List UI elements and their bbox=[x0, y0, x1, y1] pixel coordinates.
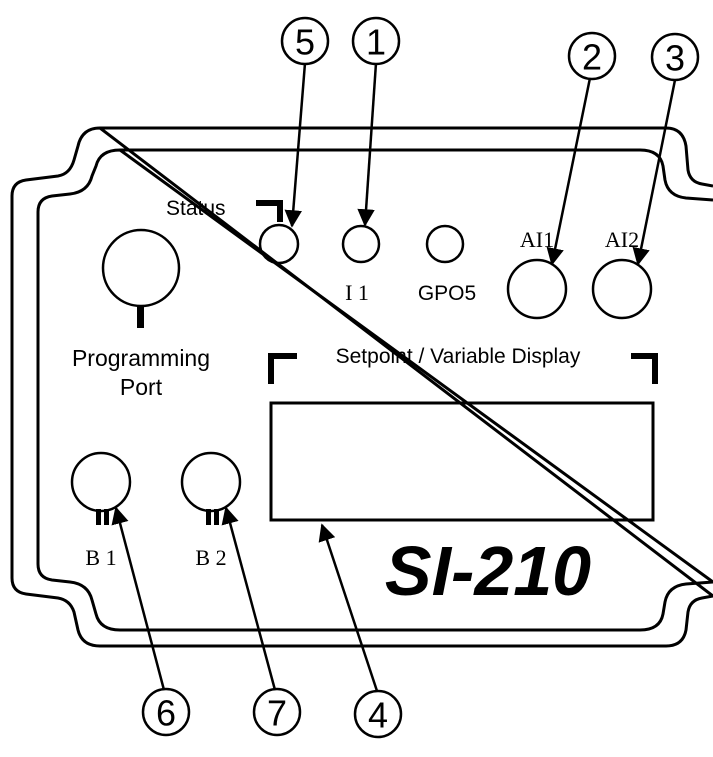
callout-5-number: 5 bbox=[295, 22, 315, 63]
callout-6: 6 bbox=[141, 687, 191, 737]
status-led-label: Status bbox=[166, 197, 226, 220]
b1-button bbox=[70, 451, 132, 513]
setpoint-variable-display bbox=[269, 401, 655, 522]
callout-3-number: 3 bbox=[665, 38, 685, 79]
callout-7: 7 bbox=[252, 687, 302, 737]
status-label-bracket bbox=[256, 200, 283, 222]
display-bracket-right bbox=[631, 353, 658, 384]
callout-3: 3 bbox=[650, 32, 700, 82]
callout-1: 1 bbox=[351, 16, 401, 66]
callout-3-leader bbox=[632, 79, 677, 266]
ai2-label: AI2 bbox=[605, 227, 639, 252]
callout-6-leader bbox=[111, 506, 166, 691]
b1-terminal-right bbox=[104, 509, 109, 525]
b2-terminal-right bbox=[214, 509, 219, 525]
programming-port-label-line1: Programming bbox=[72, 345, 210, 371]
ai2-connector bbox=[591, 258, 653, 320]
callout-4-leader bbox=[318, 523, 379, 692]
status-led bbox=[258, 223, 300, 265]
gpo5-led-label: GPO5 bbox=[418, 282, 476, 305]
programming-port-connector bbox=[101, 228, 181, 308]
callout-2-leader bbox=[546, 77, 592, 266]
callout-1-number: 1 bbox=[366, 22, 386, 63]
programming-port-label-line2: Port bbox=[120, 374, 163, 400]
b2-label: B 2 bbox=[195, 545, 226, 570]
b2-button bbox=[180, 451, 242, 513]
b1-label: B 1 bbox=[85, 545, 116, 570]
callout-6-number: 6 bbox=[156, 693, 176, 734]
callout-2: 2 bbox=[567, 31, 617, 81]
callout-7-leader bbox=[221, 506, 277, 691]
panel-inner-outline bbox=[36, 148, 713, 632]
display-bracket-left bbox=[268, 353, 297, 384]
callout-4-number: 4 bbox=[368, 695, 388, 736]
ai1-connector bbox=[506, 258, 568, 320]
enclosure-outer-outline bbox=[10, 126, 713, 648]
b2-terminal-left bbox=[206, 509, 211, 525]
i1-led-label: I 1 bbox=[345, 280, 369, 305]
b1-terminal-left bbox=[96, 509, 101, 525]
callout-7-number: 7 bbox=[267, 693, 287, 734]
callout-5-leader bbox=[284, 62, 307, 228]
programming-port-cable-stub bbox=[137, 306, 144, 328]
callout-2-number: 2 bbox=[582, 37, 602, 78]
i1-led bbox=[341, 224, 381, 264]
display-label: Setpoint / Variable Display bbox=[336, 345, 581, 368]
callout-5: 5 bbox=[280, 16, 330, 66]
ai1-label: AI1 bbox=[520, 227, 554, 252]
model-name: SI-210 bbox=[385, 532, 591, 610]
gpo5-led bbox=[425, 224, 465, 264]
callout-4: 4 bbox=[353, 689, 403, 739]
callout-1-leader bbox=[357, 62, 378, 227]
